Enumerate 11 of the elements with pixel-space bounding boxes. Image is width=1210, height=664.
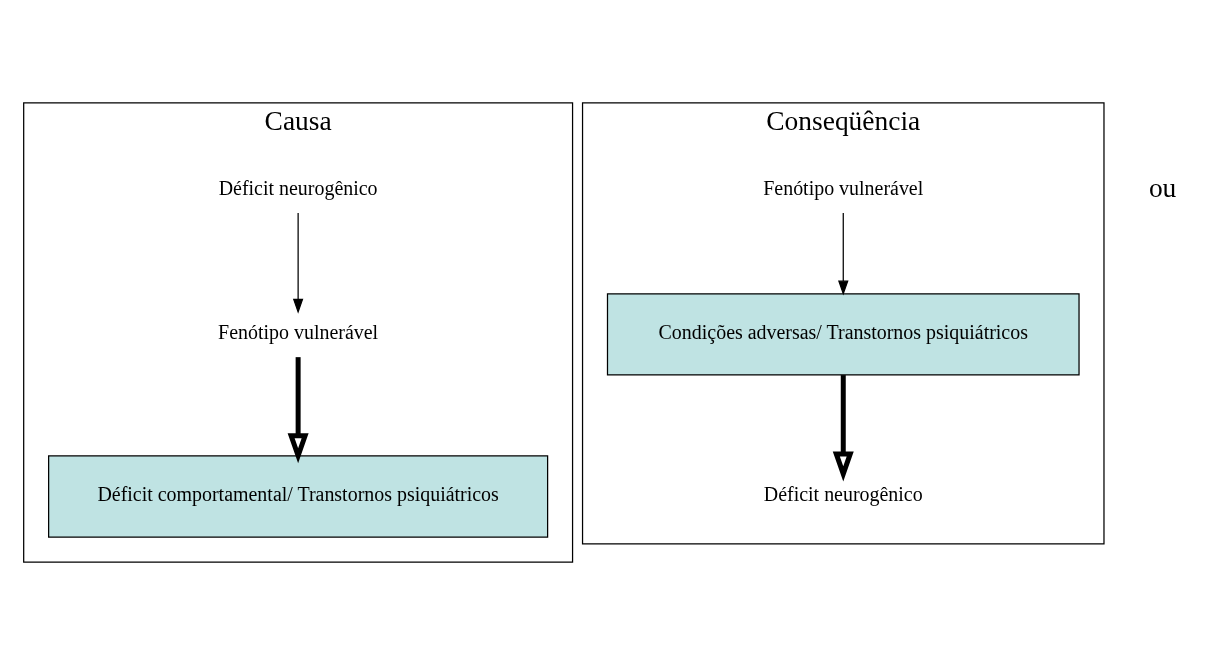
- node-box: Déficit comportamental/ Transtornos psiquiátricos: [48, 454, 549, 538]
- label: ou: [1148, 172, 1177, 203]
- arrow: [292, 211, 304, 314]
- node-box: Condições adversas/ Transtornos psiquiátricos: [606, 292, 1080, 376]
- node-text: Fenótipo vulnerável: [218, 320, 379, 343]
- arrow: [838, 211, 849, 296]
- node-text: Déficit neurogênico: [763, 482, 923, 505]
- arrow: [832, 374, 854, 481]
- node-text: Fenótipo vulnerável: [763, 176, 924, 199]
- node-text: Déficit neurogênico: [218, 176, 378, 199]
- arrow: [287, 356, 309, 463]
